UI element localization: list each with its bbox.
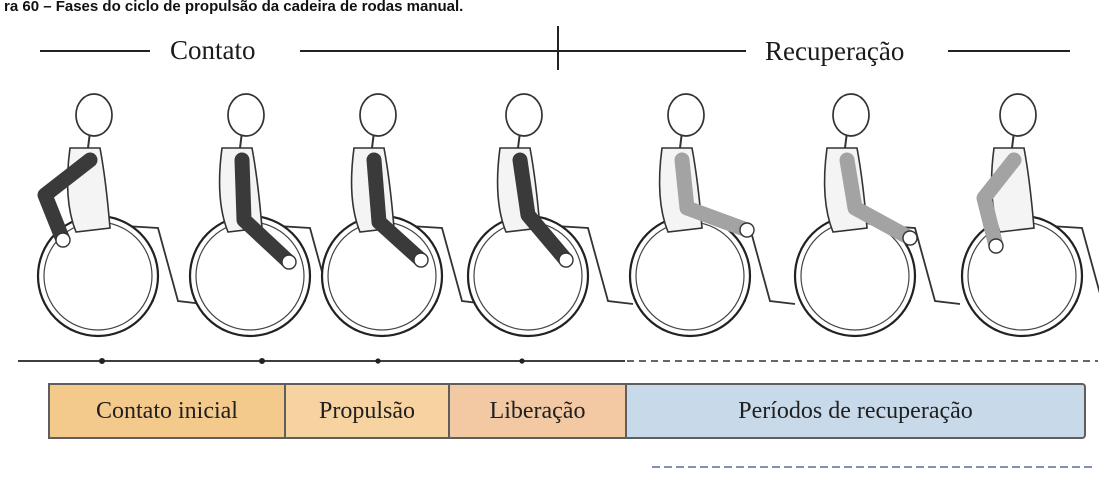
arm	[674, 152, 755, 238]
timeline-marker	[375, 358, 381, 364]
hand	[902, 230, 918, 246]
stage-liberacao: Liberação	[449, 383, 626, 439]
hand	[739, 222, 755, 238]
head	[359, 93, 397, 137]
wheelchair-user-figure	[188, 93, 356, 338]
wheelchair-user-figure	[320, 93, 488, 338]
hand	[558, 252, 574, 268]
recovery-line-left	[558, 50, 746, 52]
head	[999, 93, 1037, 137]
arm	[366, 152, 429, 268]
phase-divider-tick	[557, 26, 559, 70]
wheel	[628, 214, 752, 338]
arm	[234, 152, 297, 270]
head	[227, 93, 265, 137]
stage-propulsao: Propulsão	[285, 383, 449, 439]
stage-contato-inicial: Contato inicial	[48, 383, 285, 439]
hand	[413, 252, 429, 268]
timeline-marker	[519, 358, 525, 364]
wheelchair-user-figure	[36, 93, 204, 338]
timeline-marker	[99, 358, 105, 364]
recovery-line-right	[948, 50, 1070, 52]
wheelchair-user-figure	[466, 93, 634, 338]
timeline	[18, 358, 1098, 468]
hand	[55, 232, 71, 248]
head	[667, 93, 705, 137]
wheelchair-user-figure	[628, 93, 796, 338]
timeline-marker	[259, 358, 265, 364]
contact-phase-title: Contato	[160, 35, 266, 65]
hand	[988, 238, 1004, 254]
stage-periodos-de-recuperacao: Períodos de recuperação	[626, 383, 1086, 439]
arm	[839, 152, 918, 246]
figures-layer	[36, 93, 1099, 338]
head	[75, 93, 113, 137]
head	[505, 93, 543, 137]
hand	[281, 254, 297, 270]
wheel	[466, 214, 590, 338]
figure-caption: ra 60 – Fases do ciclo de propulsão da c…	[4, 0, 464, 15]
contact-line-right	[300, 50, 558, 52]
arm	[512, 152, 574, 268]
contact-line-left	[40, 50, 150, 52]
arm	[37, 152, 98, 248]
wheel	[960, 214, 1084, 338]
head	[832, 93, 870, 137]
arm	[976, 152, 1022, 254]
wheelchair-user-figure	[960, 93, 1099, 338]
wheelchair-user-figure	[793, 93, 961, 338]
recovery-phase-title: Recuperação	[755, 36, 915, 66]
